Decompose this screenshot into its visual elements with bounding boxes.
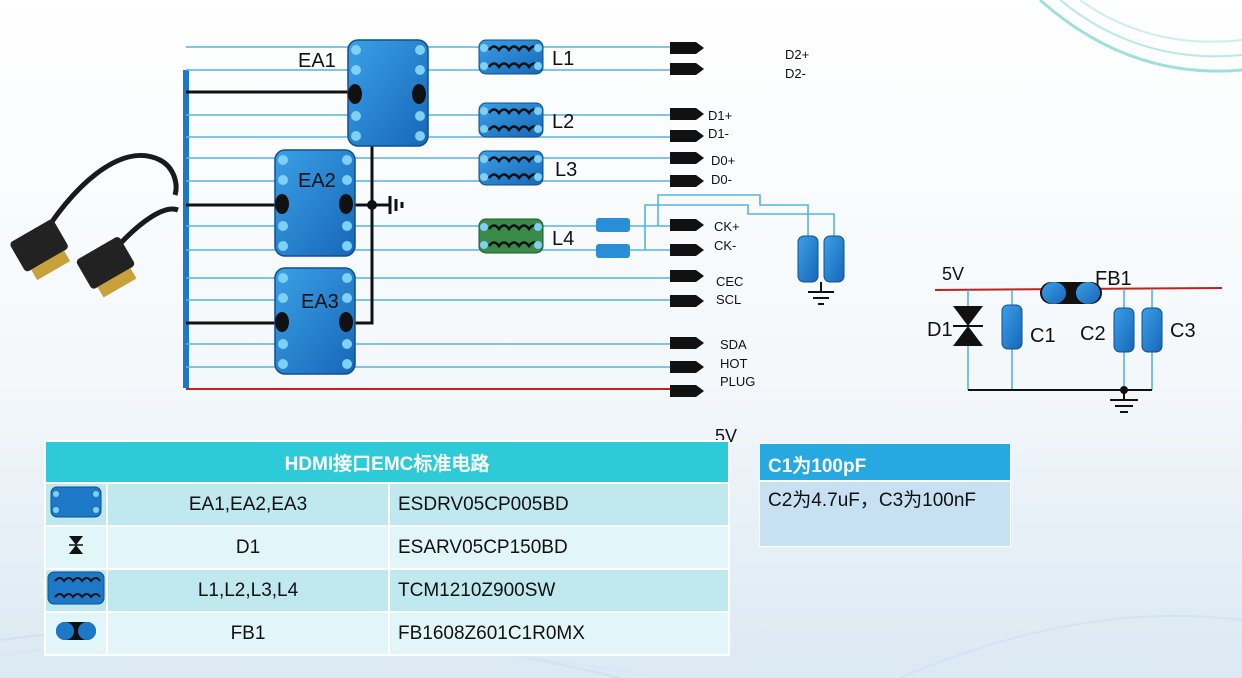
esd-array-ea3 [274,267,356,375]
ferrite-bead-icon [44,611,108,656]
bom-component-name: FB1 [106,611,390,656]
signal-ckp: CK+ [714,219,740,234]
capacitor-note-body: C2为4.7uF，C3为100nF [759,481,1011,547]
signal-d0n: D0- [711,172,732,187]
power-filter-circuit [934,282,1223,413]
choke-l4 [478,218,544,254]
bom-part-number: FB1608Z601C1R0MX [388,611,730,656]
signal-scl: SCL [716,292,741,307]
bom-table-title: HDMI接口EMC标准电路 [44,440,730,484]
signal-hot: HOT [720,356,748,371]
ck-capacitors [797,235,845,305]
signal-plug: PLUG [720,374,755,389]
tvs-diode-d1 [953,306,983,346]
esd-array-ea1 [347,39,429,147]
connector-bus [183,70,189,388]
table-row: L1,L2,L3,L4 TCM1210Z900SW [44,568,730,613]
bom-component-name: D1 [106,525,390,570]
label-c2: C2 [1080,323,1106,345]
label-l4: L4 [552,228,574,250]
bom-component-name: L1,L2,L3,L4 [106,568,390,613]
signal-d2p: D2+ [785,47,809,62]
capacitor-c2 [1113,307,1135,353]
label-ea3: EA3 [301,291,339,313]
label-ea1: EA1 [298,50,336,72]
table-row: FB1 FB1608Z601C1R0MX [44,611,730,656]
connector-pins [670,42,704,397]
capacitor-note: C1为100pF C2为4.7uF，C3为100nF [759,443,1011,547]
bom-part-number: ESARV05CP150BD [388,525,730,570]
choke-icon [44,568,108,613]
hdmi-cable-icon [10,153,179,298]
label-l2: L2 [552,111,574,133]
signal-d1p: D1+ [708,108,732,123]
capacitor-c1 [1001,304,1023,350]
choke-l3 [477,149,545,187]
capacitor-note-header: C1为100pF [759,443,1011,481]
ferrite-bead-fb1 [1040,282,1102,304]
signal-d0p: D0+ [711,153,735,168]
signal-d2n: D2- [785,66,806,81]
table-row: D1 ESARV05CP150BD [44,525,730,570]
bom-part-number: ESDRV05CP005BD [388,482,730,527]
bom-table: HDMI接口EMC标准电路 EA1,EA2,EA3 ESDRV05CP005BD… [44,440,730,656]
signal-sda: SDA [720,337,747,352]
label-l3: L3 [555,159,577,181]
label-fb1: FB1 [1095,268,1132,290]
ck-resistor-bottom [596,244,630,258]
choke-l2 [477,101,545,139]
label-l1: L1 [552,48,574,70]
esd-array-ea2 [274,149,356,257]
label-c3: C3 [1170,320,1196,342]
diode-icon [44,525,108,570]
signal-lines [186,46,835,368]
bom-table-header: HDMI接口EMC标准电路 [44,440,730,484]
label-c1: C1 [1030,325,1056,347]
signal-ckn: CK- [714,238,736,253]
bom-component-name: EA1,EA2,EA3 [106,482,390,527]
signal-cec: CEC [716,274,743,289]
label-ea2: EA2 [298,170,336,192]
choke-l1 [477,38,545,76]
bom-part-number: TCM1210Z900SW [388,568,730,613]
signal-d1n: D1- [708,126,729,141]
ck-resistor-top [596,218,630,232]
esd-array-icon [44,482,108,527]
table-row: EA1,EA2,EA3 ESDRV05CP005BD [44,482,730,527]
capacitor-c3 [1141,307,1163,353]
label-d1: D1 [927,319,953,341]
label-5v-power: 5V [942,264,964,284]
